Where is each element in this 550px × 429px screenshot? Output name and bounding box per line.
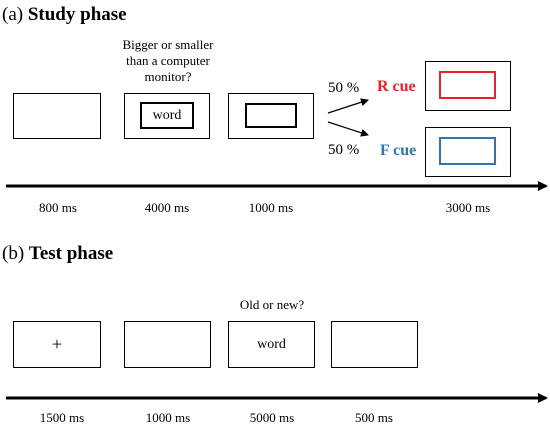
test-duration-2: 1000 ms [145, 410, 191, 425]
test-heading: (b) Test phase [2, 243, 113, 265]
f-cue-frame [439, 137, 496, 165]
study-heading-prefix: (a) [2, 4, 24, 25]
study-question-line2: than a computer [126, 53, 210, 68]
test-heading-title: Test phase [28, 243, 114, 264]
f-cue-label: F cue [380, 142, 417, 159]
r-cue-screen [425, 61, 511, 111]
test-screen-word: word [228, 321, 315, 368]
study-word: word [152, 107, 182, 123]
f-cue-screen [425, 127, 511, 177]
test-word: word [257, 336, 286, 352]
test-heading-prefix: (b) [2, 243, 25, 264]
study-question-line3: monitor? [144, 69, 192, 84]
study-screen-word: word [124, 93, 210, 139]
study-empty-frame [245, 103, 297, 128]
r-cue-percent: 50 % [328, 80, 360, 96]
test-question: Old or new? [239, 297, 305, 312]
r-cue-frame [439, 71, 496, 99]
fixation-cross: + [51, 334, 63, 354]
r-cue-label: R cue [377, 78, 416, 95]
f-cue-branch-arrow [327, 121, 369, 137]
study-word-frame: word [140, 102, 194, 129]
study-screen-frame [228, 93, 314, 139]
test-duration-1: 1500 ms [39, 410, 85, 425]
study-duration-4: 3000 ms [445, 200, 491, 215]
study-duration-1: 800 ms [39, 200, 77, 215]
study-duration-3: 1000 ms [248, 200, 294, 215]
test-screen-blank [124, 321, 211, 368]
study-screen-blank [13, 93, 101, 139]
test-screen-fixation: + [13, 321, 101, 368]
study-question-line1: Bigger or smaller [122, 37, 214, 52]
study-heading: (a) Study phase [2, 4, 127, 26]
f-cue-percent: 50 % [328, 142, 360, 158]
test-duration-4: 500 ms [355, 410, 393, 425]
r-cue-branch-arrow [327, 98, 369, 114]
test-screen-blank-2 [331, 321, 418, 368]
study-heading-title: Study phase [27, 4, 127, 25]
test-duration-3: 5000 ms [249, 410, 295, 425]
study-duration-2: 4000 ms [144, 200, 190, 215]
study-question: Bigger or smaller than a computer monito… [123, 37, 214, 85]
